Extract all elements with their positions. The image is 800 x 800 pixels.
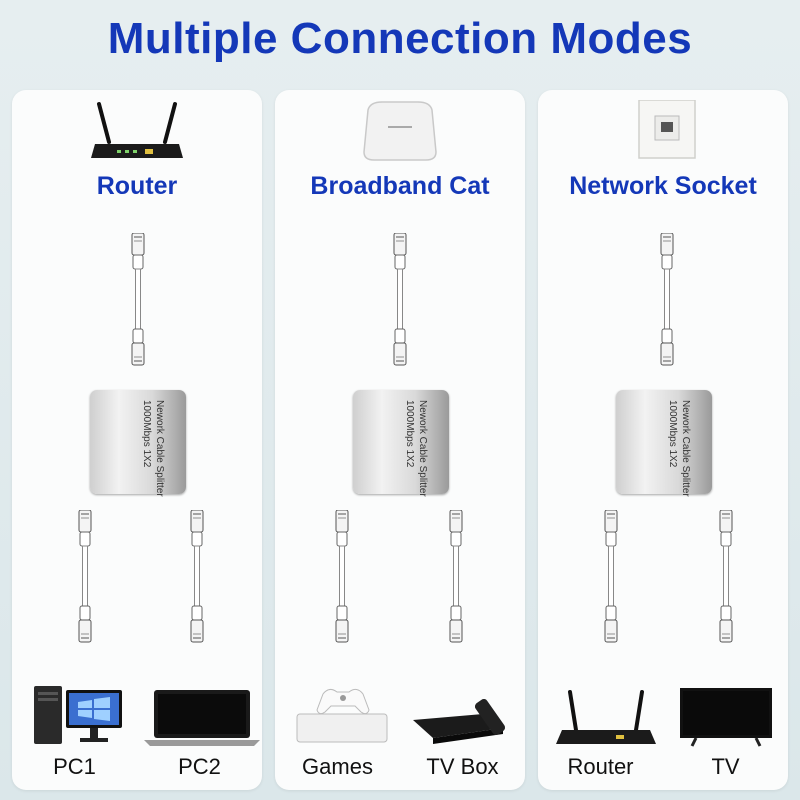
- network-splitter: Nework Cable Splitter 1000Mbps 1X2: [353, 390, 449, 497]
- desktop-pc-icon: [34, 686, 122, 744]
- game-console-icon: [296, 688, 388, 743]
- ethernet-cable-icon: [393, 233, 407, 366]
- output-label: Games: [302, 754, 373, 779]
- router-icon: [556, 690, 656, 744]
- output-label: PC2: [178, 754, 221, 779]
- ethernet-cable-icon: [335, 510, 349, 643]
- output-label: Router: [567, 754, 634, 779]
- splitter-label: Nework Cable Splitter 1000Mbps 1X2: [141, 400, 165, 497]
- splitter-label: Nework Cable Splitter 1000Mbps 1X2: [404, 400, 428, 497]
- output-label: TV: [711, 754, 740, 779]
- ethernet-cable-icon: [449, 510, 463, 643]
- network-splitter: Nework Cable Splitter 1000Mbps 1X2: [616, 390, 712, 497]
- splitter-label: Nework Cable Splitter 1000Mbps 1X2: [667, 400, 691, 497]
- ethernet-cable-icon: [719, 510, 733, 643]
- source-label: Broadband Cat: [310, 172, 490, 200]
- tv-icon: [680, 688, 772, 747]
- page-title: Multiple Connection Modes: [107, 14, 693, 63]
- ethernet-cable-icon: [660, 233, 674, 366]
- wall-socket-icon: [638, 100, 696, 159]
- source-label: Router: [96, 172, 178, 200]
- output-label: PC1: [53, 754, 96, 779]
- connection-panel-socket: Network Socket Nework Cable Splitter 100…: [538, 90, 788, 790]
- ethernet-cable-icon: [190, 510, 204, 643]
- ethernet-cable-icon: [604, 510, 618, 643]
- modem-icon: [363, 101, 437, 161]
- source-label: Network Socket: [569, 172, 757, 200]
- ethernet-cable-icon: [78, 510, 92, 643]
- ethernet-cable-icon: [131, 233, 145, 366]
- connection-panel-router: Router Nework Cable Splitter 1000Mbps 1X…: [12, 90, 262, 790]
- network-splitter: Nework Cable Splitter 1000Mbps 1X2: [90, 390, 186, 497]
- tv-box-icon: [413, 698, 506, 744]
- laptop-icon: [144, 690, 260, 746]
- router-icon: [91, 102, 183, 158]
- connection-panel-broadband: Broadband Cat Nework Cable Splitter 1000…: [275, 90, 525, 790]
- output-label: TV Box: [426, 754, 499, 779]
